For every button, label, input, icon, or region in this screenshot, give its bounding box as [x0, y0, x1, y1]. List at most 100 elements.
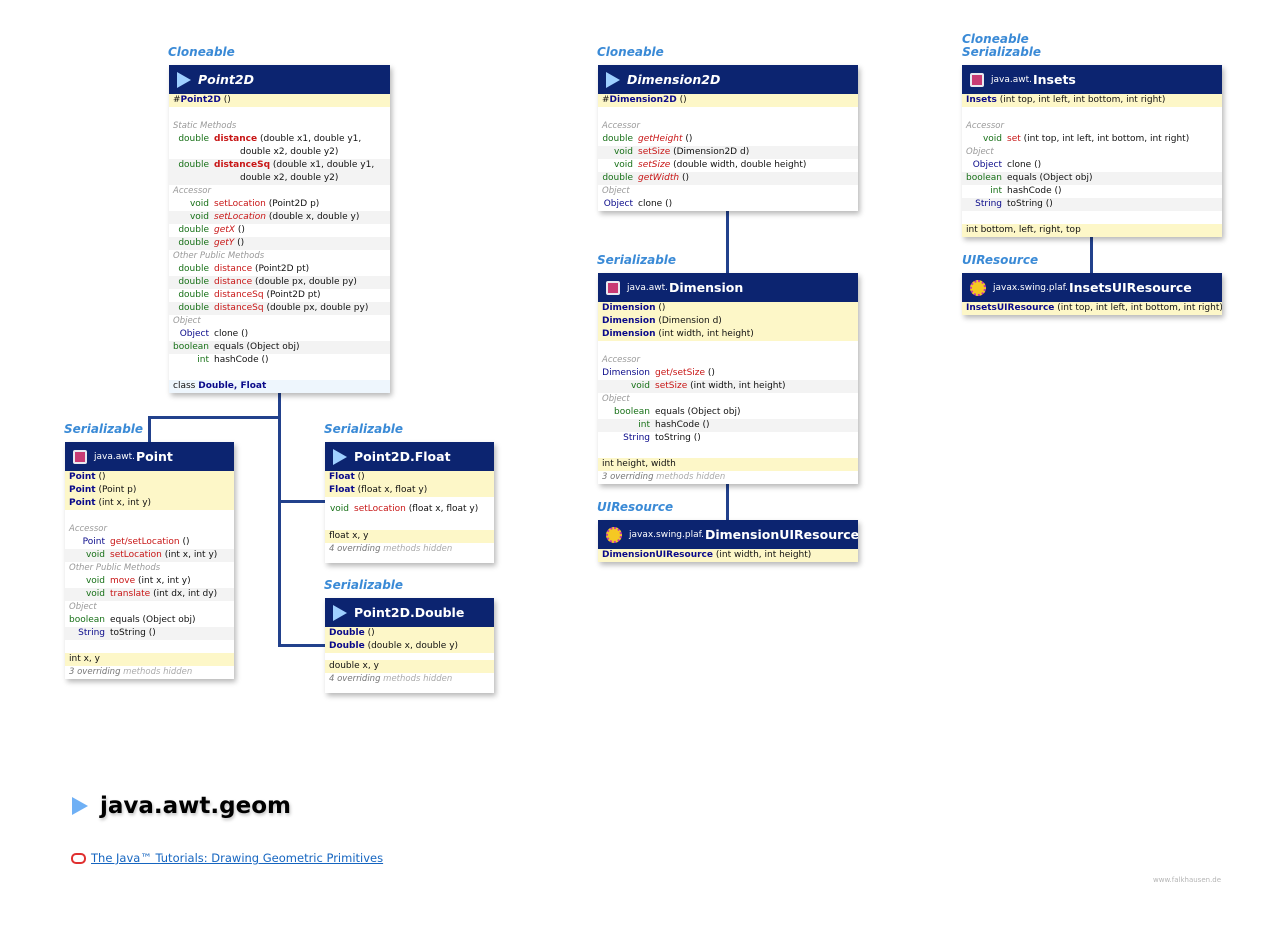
method-name: distance	[214, 277, 253, 287]
section-label-object: Object	[69, 602, 97, 612]
return-type: String	[975, 199, 1002, 209]
credit-text: www.falkhausen.de	[1153, 876, 1222, 884]
constructor-row[interactable]: Dimension (Dimension d)	[598, 315, 858, 328]
method-args-continued: double x2, double y2)	[169, 172, 390, 185]
interface-label-serializable[interactable]: Serializable	[324, 422, 404, 436]
fields-row[interactable]: float x, y	[325, 530, 494, 543]
interface-label-uiresource[interactable]: UIResource	[962, 253, 1039, 267]
fields-row[interactable]: double x, y	[325, 660, 494, 673]
hidden-methods-note: 3 overriding methods hidden	[598, 471, 858, 484]
method-args: ()	[693, 433, 701, 443]
constructor-row[interactable]: Point (int x, int y)	[65, 497, 234, 510]
interface-label-serializable[interactable]: Serializable	[597, 253, 677, 267]
interface-label-uiresource[interactable]: UIResource	[597, 500, 674, 514]
class-header-dimension2d[interactable]: Dimension2D	[598, 65, 858, 94]
class-header-insets[interactable]: java.awt.Insets	[962, 65, 1222, 94]
class-header-point2d-float[interactable]: Point2D.Float	[325, 442, 494, 471]
constructor-row[interactable]: Insets (int top, int left, int bottom, i…	[962, 94, 1222, 107]
class-header-point2d[interactable]: Point2D	[169, 65, 390, 94]
class-header-point[interactable]: java.awt.Point	[65, 442, 234, 471]
method-name: clone	[638, 199, 663, 209]
constructor-name: Float	[329, 485, 355, 495]
constructor-row[interactable]: Point (Point p)	[65, 484, 234, 497]
class-header-point2d-double[interactable]: Point2D.Double	[325, 598, 494, 627]
interface-label-cloneable[interactable]: Cloneable	[597, 45, 664, 59]
interface-label-cloneable[interactable]: Cloneable	[962, 32, 1029, 46]
return-type: void	[613, 147, 633, 157]
class-header-insetsuiresource[interactable]: javax.swing.plaf.InsetsUIResource	[962, 273, 1222, 302]
class-header-dimensionuiresource[interactable]: javax.swing.plaf.DimensionUIResource	[598, 520, 858, 549]
constructor-row[interactable]: DimensionUIResource (int width, int heig…	[598, 549, 858, 562]
constructor-row[interactable]: Float ()	[325, 471, 494, 484]
constructor-name: Point	[69, 498, 96, 508]
method-args: (int top, int left, int bottom, int righ…	[1023, 134, 1190, 144]
constructor-row[interactable]: Double (double x, double y)	[325, 640, 494, 653]
fields-row[interactable]: int height, width	[598, 458, 858, 471]
class-name: Dimension	[668, 280, 744, 295]
constructor-row[interactable]: Double ()	[325, 627, 494, 640]
hidden-methods-note: 4 overriding methods hidden	[325, 673, 494, 686]
constructor-row[interactable]: Dimension (int width, int height)	[598, 328, 858, 341]
constructor-args: (Point p)	[98, 485, 137, 495]
method-args: (Dimension2D d)	[673, 147, 750, 157]
method-row[interactable]: void setSize (Dimension2D d)	[598, 146, 858, 159]
interface-label-serializable[interactable]: Serializable	[962, 45, 1042, 59]
constructor-row[interactable]: InsetsUIResource (int top, int left, int…	[962, 302, 1222, 315]
interface-label-cloneable[interactable]: Cloneable	[168, 45, 235, 59]
interface-label-serializable[interactable]: Serializable	[64, 422, 144, 436]
constructor-row[interactable]: #Point2D ()	[169, 94, 390, 107]
constructor-name: DimensionUIResource	[602, 550, 713, 560]
constructor-row[interactable]: Dimension ()	[598, 302, 858, 315]
fields-row[interactable]: int x, y	[65, 653, 234, 666]
constructor-row[interactable]: #Dimension2D ()	[598, 94, 858, 107]
return-type: Object	[603, 199, 633, 209]
tutorial-link[interactable]: The Java™ Tutorials: Drawing Geometric P…	[91, 851, 384, 865]
constructor-args: ()	[357, 472, 365, 482]
constructor-row[interactable]: Point ()	[65, 471, 234, 484]
class-header-dimension[interactable]: java.awt.Dimension	[598, 273, 858, 302]
constructor-row[interactable]: Float (float x, float y)	[325, 484, 494, 497]
method-name: clone	[214, 329, 239, 339]
interface-label-serializable[interactable]: Serializable	[324, 578, 404, 592]
nested-classes-row[interactable]: class Double, Float	[169, 380, 390, 393]
method-name: setSize	[638, 147, 671, 157]
method-name: clone	[1007, 160, 1032, 170]
fields-row[interactable]: int bottom, left, right, top	[962, 224, 1222, 237]
return-type: void	[982, 134, 1002, 144]
connector-float-branch	[278, 500, 325, 503]
